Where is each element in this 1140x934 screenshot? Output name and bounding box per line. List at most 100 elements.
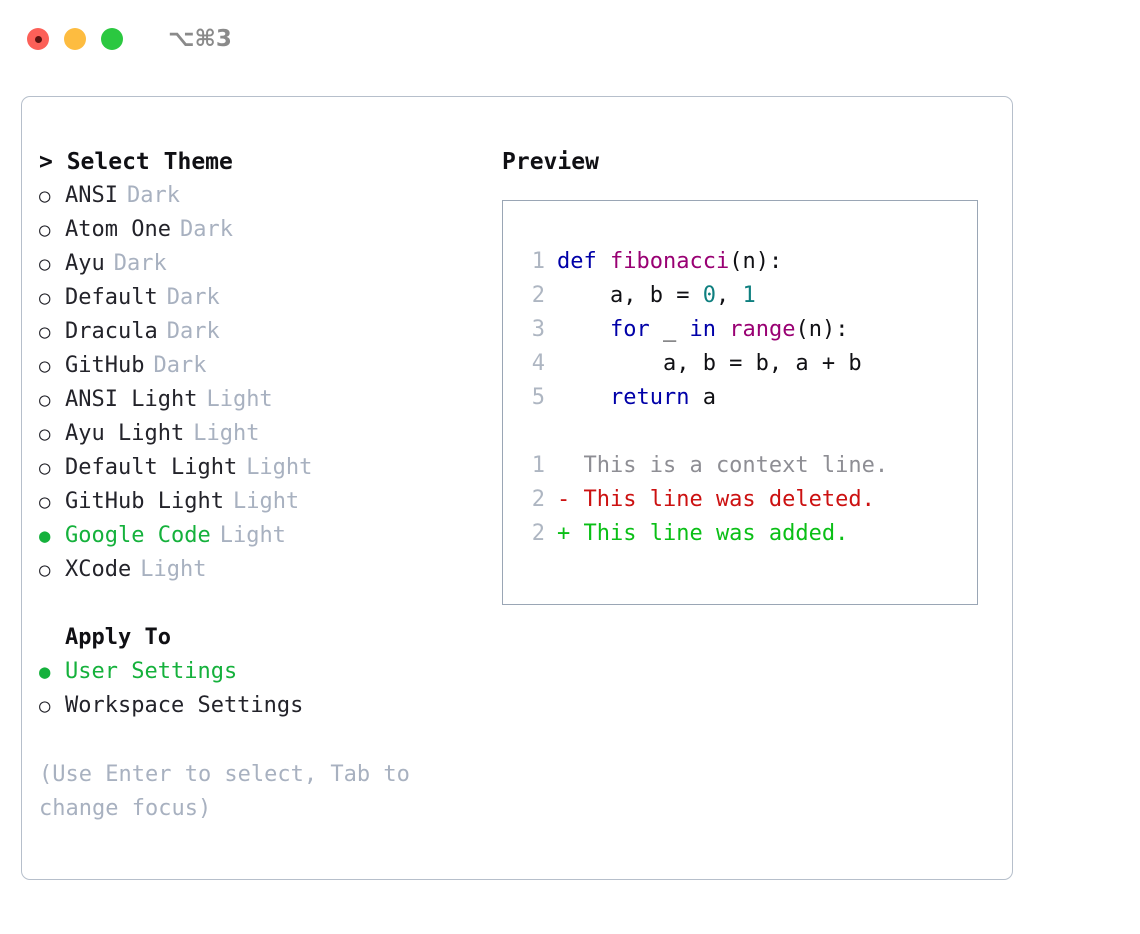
code-token [557, 381, 610, 415]
theme-option-github[interactable]: ○ GitHub Dark [39, 349, 492, 383]
theme-option-default[interactable]: ○ Default Dark [39, 281, 492, 315]
apply-to-user-settings[interactable]: ● User Settings [39, 655, 492, 689]
theme-option-label: Default Light [65, 455, 238, 480]
theme-option-label: GitHub [65, 353, 145, 378]
code-token: 0 [702, 283, 716, 308]
theme-option-ansi-light[interactable]: ○ ANSI Light Light [39, 383, 492, 417]
line-number: 2 [531, 283, 545, 308]
diff-line-text: - This line was deleted. [557, 487, 875, 512]
select-theme-header: > Select Theme [39, 149, 233, 175]
code-token: 1 [742, 283, 756, 308]
theme-option-ansi[interactable]: ○ ANSI Dark [39, 179, 492, 213]
code-token: range [729, 317, 796, 342]
code-token: in [689, 317, 716, 342]
theme-option-ayu-light[interactable]: ○ Ayu Light Light [39, 417, 492, 451]
theme-picker-column: > Select Theme ○ ANSI Dark ○ Atom One Da… [22, 97, 492, 879]
preview-column: Preview 1 def fibonacci (n): 2 a, b = [492, 97, 1012, 879]
window-titlebar: ⌥⌘3 [0, 0, 1140, 78]
radio-selected-icon: ● [39, 525, 51, 547]
preview-diff-block: 1 This is a context line. 2 - This line … [517, 449, 977, 551]
theme-option-kind: Dark [166, 285, 220, 310]
theme-option-kind: Dark [166, 319, 220, 344]
apply-to-option-label: User Settings [65, 659, 238, 684]
main-panel: > Select Theme ○ ANSI Dark ○ Atom One Da… [21, 96, 1013, 880]
radio-unselected-icon: ○ [39, 185, 51, 207]
line-number: 1 [531, 249, 545, 274]
code-token: for [609, 317, 650, 342]
theme-option-label: XCode [65, 557, 132, 582]
code-token [557, 313, 610, 347]
radio-unselected-icon: ○ [39, 219, 51, 241]
theme-option-label: Google Code [65, 523, 211, 548]
theme-option-kind: Dark [179, 217, 233, 242]
radio-selected-icon: ● [39, 661, 51, 683]
theme-option-dracula[interactable]: ○ Dracula Dark [39, 315, 492, 349]
theme-option-kind: Light [246, 455, 313, 480]
code-token: a, b = b, a + b [557, 351, 862, 376]
apply-to-title: Apply To [65, 625, 171, 650]
theme-option-kind: Light [232, 489, 300, 514]
line-number: 5 [531, 385, 545, 410]
theme-option-kind: Light [193, 421, 260, 446]
radio-unselected-icon: ○ [39, 321, 51, 343]
radio-unselected-icon: ○ [39, 491, 51, 513]
window-title: ⌥⌘3 [168, 26, 232, 52]
apply-to-workspace-settings[interactable]: ○ Workspace Settings [39, 689, 492, 723]
theme-option-label: Default [65, 285, 158, 310]
radio-unselected-icon: ○ [39, 695, 51, 717]
code-token: return [609, 385, 690, 410]
traffic-lights [27, 28, 123, 50]
theme-option-label: GitHub Light [65, 489, 224, 514]
code-line: 2 a, b = 0 , 1 [517, 279, 977, 313]
line-number: 4 [531, 351, 545, 376]
radio-unselected-icon: ○ [39, 423, 51, 445]
diff-line-text: + This line was added. [557, 521, 849, 546]
theme-option-kind: Light [219, 523, 286, 548]
code-token [716, 313, 729, 347]
theme-option-list: ○ ANSI Dark ○ Atom One Dark ○ Ayu Dark [39, 179, 492, 587]
radio-unselected-icon: ○ [39, 389, 51, 411]
preview-code-block: 1 def fibonacci (n): 2 a, b = 0 , 1 [517, 245, 977, 415]
theme-option-kind: Dark [113, 251, 167, 276]
theme-option-github-light[interactable]: ○ GitHub Light Light [39, 485, 492, 519]
diff-line-deleted: 2 - This line was deleted. [517, 483, 977, 517]
code-token: _ [649, 317, 690, 342]
preview-title: Preview [502, 149, 599, 175]
keyboard-hint-text: (Use Enter to select, Tab to change focu… [39, 762, 424, 821]
code-token: a [689, 385, 716, 410]
theme-option-label: Dracula [65, 319, 158, 344]
apply-to-option-label: Workspace Settings [65, 693, 304, 718]
code-token: (n): [729, 249, 783, 274]
radio-unselected-icon: ○ [39, 287, 51, 309]
close-window-button[interactable] [27, 28, 49, 50]
radio-unselected-icon: ○ [39, 253, 51, 275]
line-number: 2 [531, 487, 545, 512]
code-token: , [715, 283, 743, 308]
theme-option-kind: Light [140, 557, 207, 582]
theme-option-label: Atom One [65, 217, 171, 242]
diff-line-context: 1 This is a context line. [517, 449, 977, 483]
radio-unselected-icon: ○ [39, 559, 51, 581]
radio-unselected-icon: ○ [39, 457, 51, 479]
theme-option-ayu[interactable]: ○ Ayu Dark [39, 247, 492, 281]
theme-option-label: Ayu [65, 251, 105, 276]
preview-code-box: 1 def fibonacci (n): 2 a, b = 0 , 1 [502, 200, 978, 605]
theme-option-google-code[interactable]: ● Google Code Light [39, 519, 492, 553]
minimize-window-button[interactable] [64, 28, 86, 50]
maximize-window-button[interactable] [101, 28, 123, 50]
code-spacer [517, 415, 977, 449]
code-token: def [557, 249, 610, 274]
theme-option-default-light[interactable]: ○ Default Light Light [39, 451, 492, 485]
code-token: (n): [795, 317, 849, 342]
theme-option-label: ANSI Light [65, 387, 198, 412]
theme-option-kind: Dark [126, 183, 180, 208]
theme-option-label: Ayu Light [65, 421, 185, 446]
theme-option-atom-one[interactable]: ○ Atom One Dark [39, 213, 492, 247]
code-token: fibonacci [609, 249, 730, 274]
line-number: 3 [531, 317, 545, 342]
code-line: 1 def fibonacci (n): [517, 245, 977, 279]
line-number: 1 [531, 453, 545, 478]
diff-line-added: 2 + This line was added. [517, 517, 977, 551]
line-number: 2 [531, 521, 545, 546]
theme-option-xcode[interactable]: ○ XCode Light [39, 553, 492, 587]
